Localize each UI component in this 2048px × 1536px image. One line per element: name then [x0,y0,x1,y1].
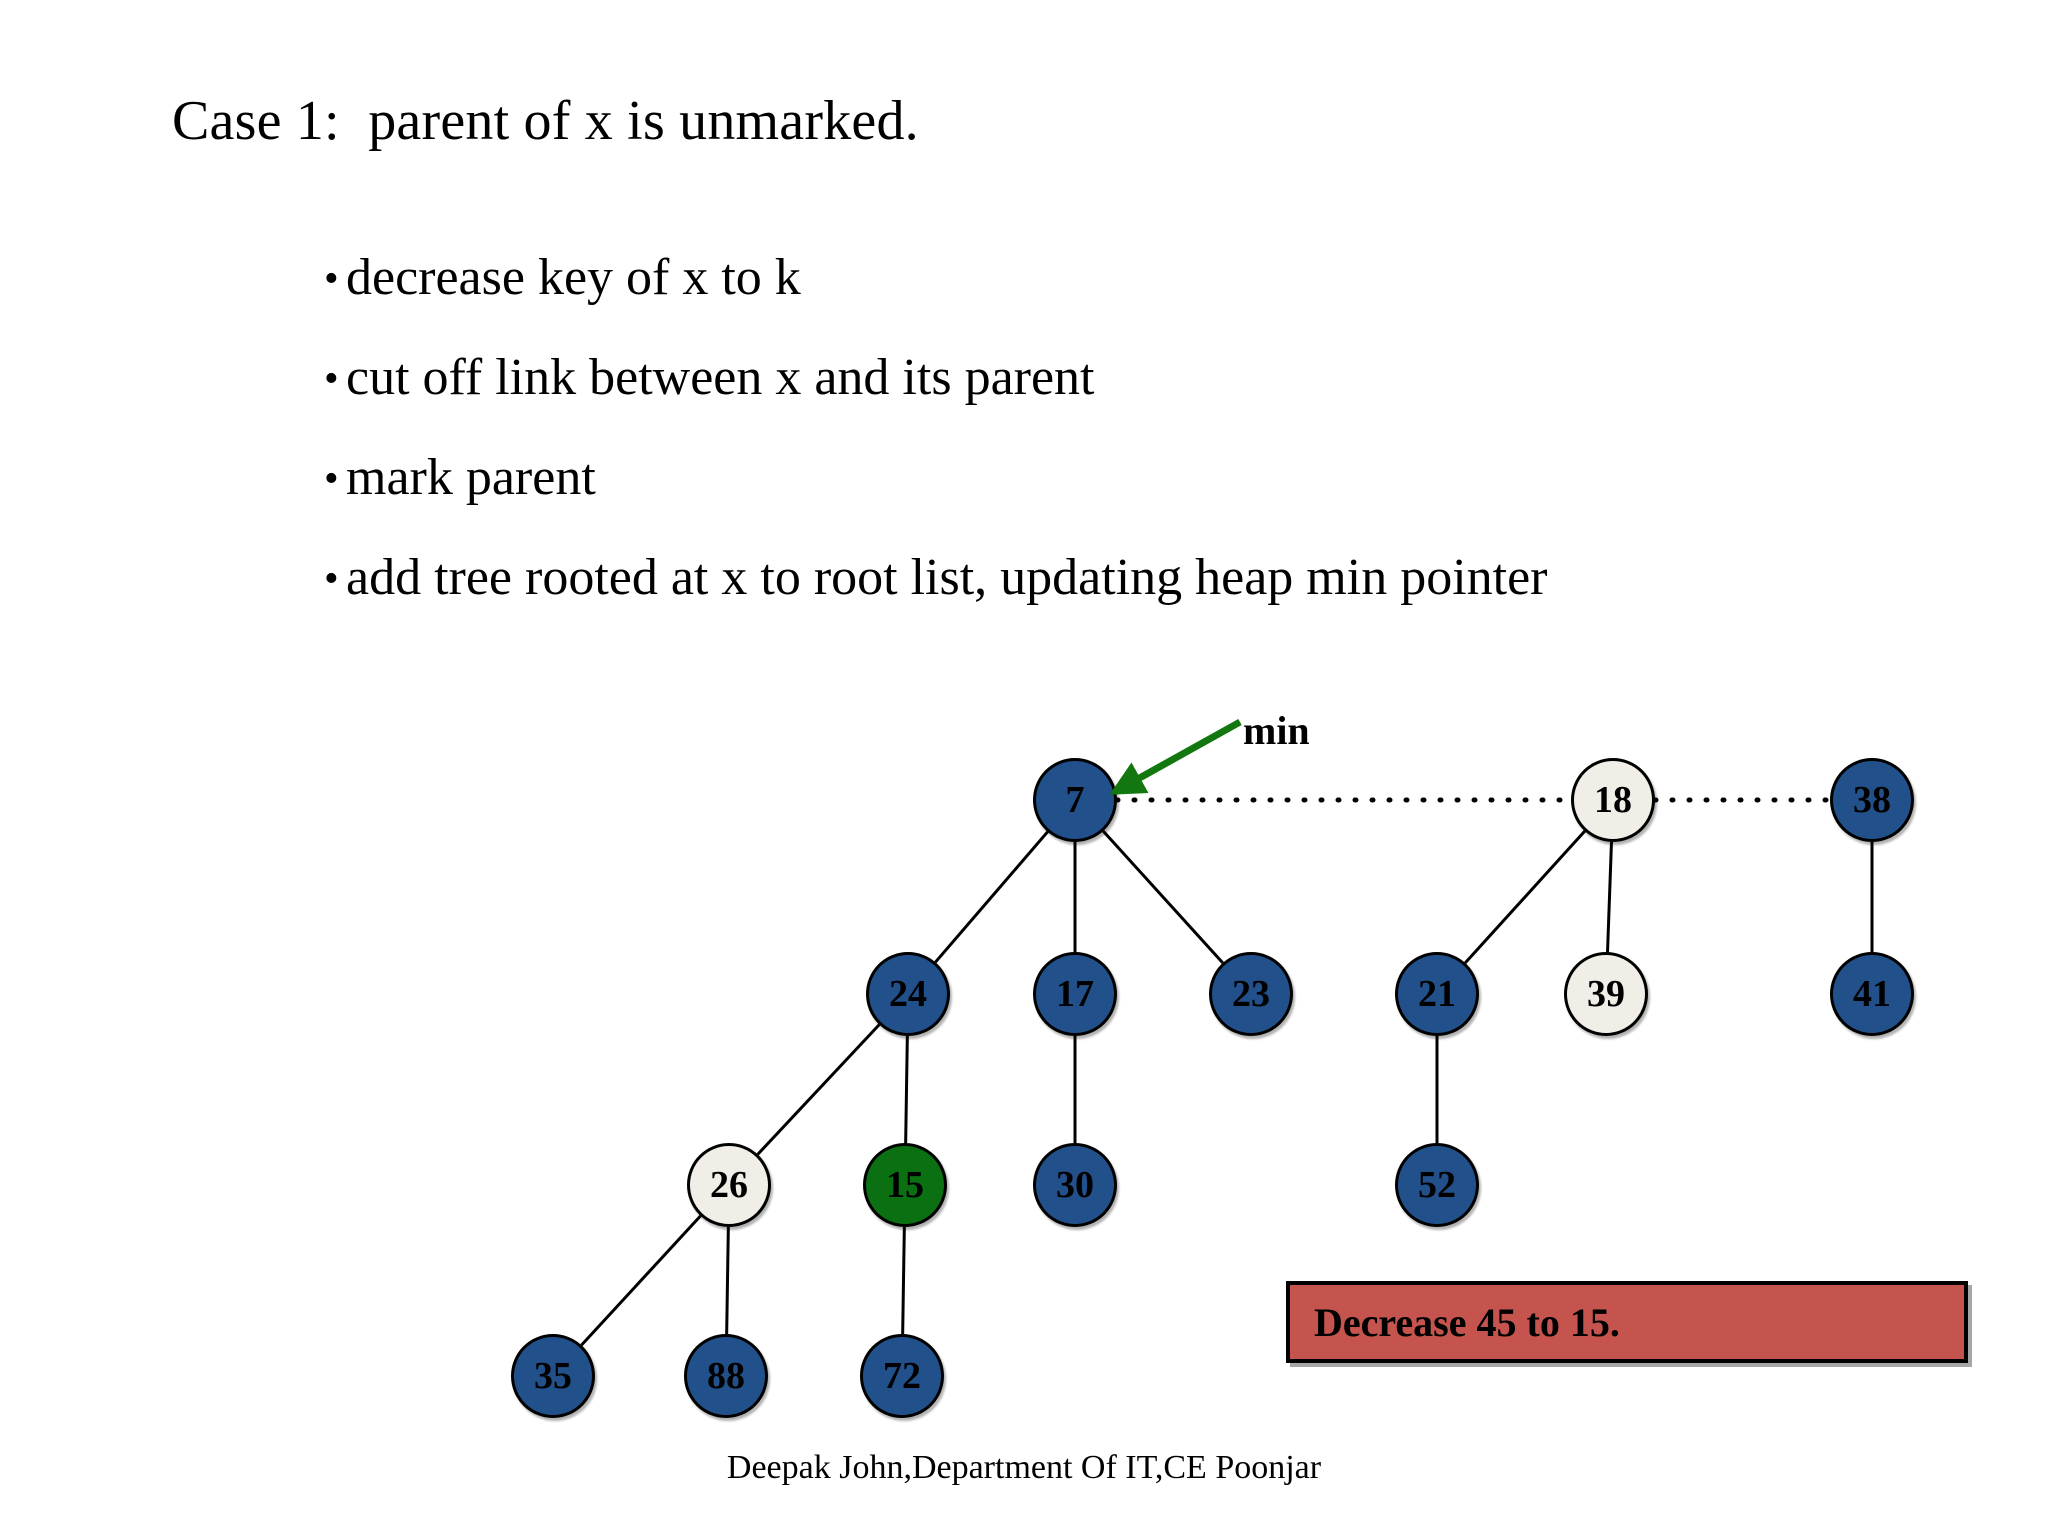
min-pointer-label: min [1243,708,1310,753]
heap-node-52[interactable]: 52 [1395,1143,1479,1227]
edge-n24-n15 [904,1035,909,1144]
heap-node-26[interactable]: 26 [687,1143,771,1227]
edge-n18-n39 [1606,841,1613,953]
heap-node-23[interactable]: 23 [1209,952,1293,1036]
heap-node-18[interactable]: 18 [1571,758,1655,842]
slide-footer: Deepak John,Department Of IT,CE Poonjar [726,1449,1322,1486]
bullet-text-1: cut off link between x and its parent [346,348,1095,406]
heap-node-label: 35 [534,1355,572,1397]
edge-n7-n24 [934,830,1049,964]
bullet-item-3: •add tree rooted at x to root list, upda… [272,496,1547,660]
heap-node-38[interactable]: 38 [1830,758,1914,842]
heap-node-24[interactable]: 24 [866,952,950,1036]
heap-node-label: 17 [1056,973,1094,1015]
heap-node-15[interactable]: 15 [863,1143,947,1227]
heap-node-label: 39 [1587,973,1625,1015]
heap-node-30[interactable]: 30 [1033,1143,1117,1227]
bullet-item-0: •decrease key of x to k [272,196,801,360]
bullet-item-1: •cut off link between x and its parent [272,296,1095,460]
heap-node-7[interactable]: 7 [1033,758,1117,842]
edge-n26-n35 [580,1214,702,1347]
heap-node-41[interactable]: 41 [1830,952,1914,1036]
bullet-text-3: add tree rooted at x to root list, updat… [346,548,1548,606]
heap-node-label: 18 [1594,779,1632,821]
page-title: Case 1: parent of x is unmarked. [172,90,919,152]
heap-node-label: 24 [889,973,927,1015]
heap-node-39[interactable]: 39 [1564,952,1648,1036]
heap-node-label: 88 [707,1355,745,1397]
heap-node-21[interactable]: 21 [1395,952,1479,1036]
heap-node-label: 15 [886,1164,924,1206]
edge-n24-n26 [756,1023,881,1156]
edge-n15-n72 [901,1226,906,1335]
bullet-text-0: decrease key of x to k [346,248,801,306]
edge-n18-n21 [1464,830,1586,964]
bullet-marker-icon: • [324,255,339,302]
edge-n26-n88 [725,1226,730,1335]
heap-node-label: 72 [883,1355,921,1397]
heap-node-label: 41 [1853,973,1891,1015]
heap-node-88[interactable]: 88 [684,1334,768,1418]
bullet-text-2: mark parent [346,448,596,506]
bullet-item-2: •mark parent [272,396,596,560]
heap-node-label: 52 [1418,1164,1456,1206]
heap-node-label: 38 [1853,779,1891,821]
callout-box: Decrease 45 to 15. [1286,1281,1968,1363]
heap-node-label: 23 [1232,973,1270,1015]
heap-node-label: 21 [1418,973,1456,1015]
bullet-marker-icon: • [324,555,339,602]
min-arrow-icon [1109,718,1242,795]
heap-node-72[interactable]: 72 [860,1334,944,1418]
heap-node-label: 7 [1065,779,1085,821]
heap-node-label: 26 [710,1164,748,1206]
callout-text: Decrease 45 to 15. [1314,1299,1620,1345]
heap-node-label: 30 [1056,1164,1094,1206]
heap-node-35[interactable]: 35 [511,1334,595,1418]
edge-n7-n23 [1102,830,1224,964]
bullet-marker-icon: • [324,455,339,502]
bullet-marker-icon: • [324,355,339,402]
heap-node-17[interactable]: 17 [1033,952,1117,1036]
